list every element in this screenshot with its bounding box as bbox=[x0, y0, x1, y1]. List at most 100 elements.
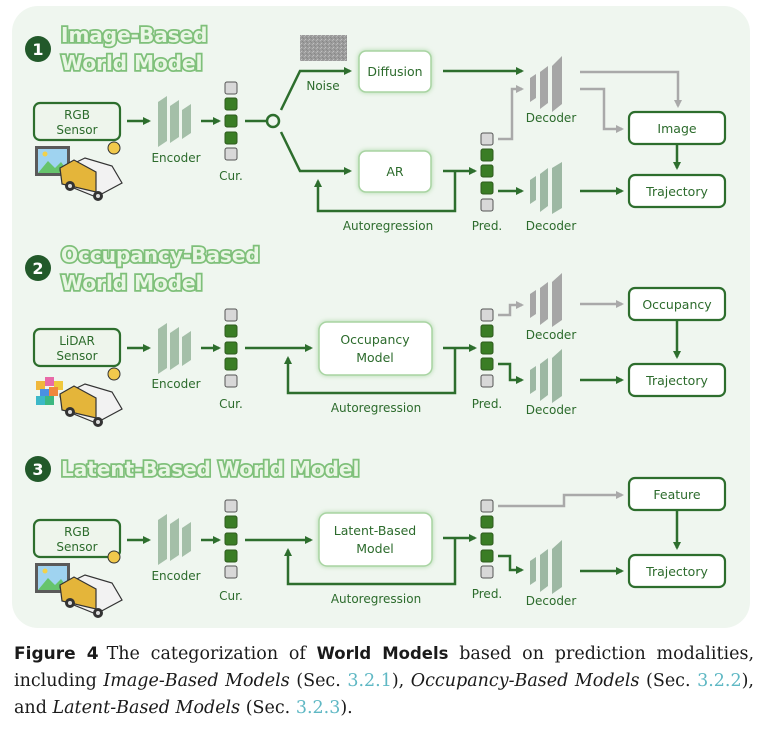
encoder-icon bbox=[158, 514, 191, 565]
decoder-label-top: Decoder bbox=[526, 328, 577, 342]
caption-text: ), and bbox=[14, 671, 754, 718]
predicted-tokens bbox=[480, 499, 494, 579]
latent-model-box bbox=[318, 512, 433, 567]
voxel-cubes-icon bbox=[36, 377, 63, 405]
output-trajectory-label: Trajectory bbox=[645, 373, 708, 388]
caption-text: ). bbox=[340, 698, 353, 718]
encoder-label: Encoder bbox=[151, 569, 200, 583]
arrow-pred-to-decoder-gray bbox=[498, 85, 524, 141]
caption-label: Figure 4 bbox=[14, 644, 99, 664]
pred-label: Pred. bbox=[472, 397, 503, 411]
sensor-label-line1: RGB bbox=[64, 108, 90, 122]
encoder-icon bbox=[158, 323, 191, 374]
caption-italic: Latent-Based Models bbox=[52, 698, 241, 718]
decoder-label-bottom: Decoder bbox=[526, 219, 577, 233]
sensor-box bbox=[32, 327, 122, 368]
decoder-icon-green bbox=[530, 349, 562, 403]
section-ref-link[interactable]: 3.2.3 bbox=[295, 698, 341, 718]
caption-bold: World Models bbox=[316, 644, 449, 663]
ar-label: AR bbox=[386, 164, 404, 179]
current-tokens bbox=[224, 81, 238, 161]
diffusion-label: Diffusion bbox=[367, 64, 422, 79]
decoder-icon-green bbox=[530, 162, 562, 214]
current-tokens bbox=[224, 308, 238, 388]
section-title-line1: Occupancy-Based bbox=[61, 243, 260, 267]
section-title-line1: Latent-Based World Model bbox=[61, 457, 359, 481]
decoder-label: Decoder bbox=[526, 594, 577, 608]
caption-italic: Occupancy-Based Models bbox=[410, 671, 640, 691]
encoder-label: Encoder bbox=[151, 151, 200, 165]
output-feature-label: Feature bbox=[653, 487, 701, 502]
section-title-line2: World Model bbox=[61, 271, 202, 295]
output-trajectory-box bbox=[627, 173, 727, 209]
sensor-label-line2: Sensor bbox=[56, 540, 97, 554]
sensor-box bbox=[32, 518, 122, 559]
diffusion-box bbox=[358, 50, 432, 93]
section-number-badge bbox=[25, 255, 51, 281]
figure-caption: Figure 4 The categorization of World Mode… bbox=[14, 640, 754, 722]
section-latent-based: 3 Latent-Based World Model RGB Sensor En… bbox=[25, 455, 727, 618]
sensor-label-line1: RGB bbox=[64, 525, 90, 539]
section-number: 1 bbox=[32, 40, 43, 59]
output-image-label: Image bbox=[657, 121, 696, 136]
model-label-line1: Latent-Based bbox=[334, 523, 416, 538]
current-label: Cur. bbox=[219, 589, 243, 603]
section-image-based: 1 Image-Based World Model RGB Sensor Enc… bbox=[25, 21, 727, 233]
caption-text: based on prediction modalities, includin… bbox=[14, 644, 755, 691]
output-trajectory-box bbox=[627, 553, 727, 589]
car-icon bbox=[59, 367, 123, 427]
autoregression-loop bbox=[284, 538, 457, 586]
arrow-to-diffusion bbox=[279, 67, 352, 111]
autoregression-label: Autoregression bbox=[331, 592, 421, 606]
output-trajectory-box bbox=[627, 362, 727, 398]
section-number: 3 bbox=[32, 460, 43, 479]
arrow-to-ar bbox=[279, 131, 352, 175]
model-label-line1: Occupancy bbox=[340, 332, 410, 347]
world-model-diagram: 1 Image-Based World Model RGB Sensor Enc… bbox=[12, 6, 750, 628]
sensor-label-line2: Sensor bbox=[56, 349, 97, 363]
pred-label: Pred. bbox=[472, 219, 503, 233]
decoder-icon-gray bbox=[530, 56, 562, 112]
autoregression-label: Autoregression bbox=[331, 401, 421, 415]
output-trajectory-label: Trajectory bbox=[645, 184, 708, 199]
section-title-line1: Image-Based bbox=[61, 23, 207, 47]
noise-label: Noise bbox=[306, 79, 339, 93]
sensor-label-line2: Sensor bbox=[56, 123, 97, 137]
autoregression-loop bbox=[314, 171, 457, 213]
caption-text: The categorization of bbox=[106, 644, 317, 664]
model-label-line2: Model bbox=[356, 541, 394, 556]
pred-label: Pred. bbox=[472, 587, 503, 601]
caption-italic: Image-Based Models bbox=[103, 671, 290, 691]
section-number: 2 bbox=[32, 259, 43, 278]
caption-text: (Sec. bbox=[240, 698, 296, 718]
encoder-label: Encoder bbox=[151, 377, 200, 391]
section-title-line2: World Model bbox=[61, 51, 202, 75]
decoder-label-bottom: Decoder bbox=[526, 403, 577, 417]
caption-text: (Sec. bbox=[289, 671, 348, 691]
decoder-icon-green bbox=[530, 540, 562, 594]
current-label: Cur. bbox=[219, 397, 243, 411]
output-occupancy-label: Occupancy bbox=[642, 297, 712, 312]
sensor-box bbox=[32, 101, 122, 142]
decoder-icon-gray bbox=[530, 273, 562, 327]
branch-node bbox=[265, 113, 281, 129]
model-label-line2: Model bbox=[356, 350, 394, 365]
sensor-label-line1: LiDAR bbox=[59, 334, 95, 348]
section-number-badge bbox=[25, 456, 51, 482]
ar-box bbox=[358, 150, 432, 193]
autoregression-loop bbox=[284, 348, 457, 395]
predicted-tokens bbox=[480, 132, 494, 212]
section-ref-link[interactable]: 3.2.1 bbox=[347, 671, 392, 691]
section-number-badge bbox=[25, 36, 51, 62]
autoregression-label: Autoregression bbox=[343, 219, 433, 233]
encoder-icon bbox=[158, 96, 191, 147]
predicted-tokens bbox=[480, 308, 494, 388]
section-ref-link[interactable]: 3.2.2 bbox=[697, 671, 742, 691]
car-icon bbox=[59, 550, 123, 618]
decoder-label-top: Decoder bbox=[526, 111, 577, 125]
caption-text: (Sec. bbox=[639, 671, 698, 691]
section-occupancy-based: 2 Occupancy-Based World Model LiDAR Sens… bbox=[25, 241, 727, 427]
output-trajectory-label: Trajectory bbox=[645, 564, 708, 579]
noise-image bbox=[300, 35, 347, 61]
occupancy-model-box bbox=[318, 321, 433, 376]
